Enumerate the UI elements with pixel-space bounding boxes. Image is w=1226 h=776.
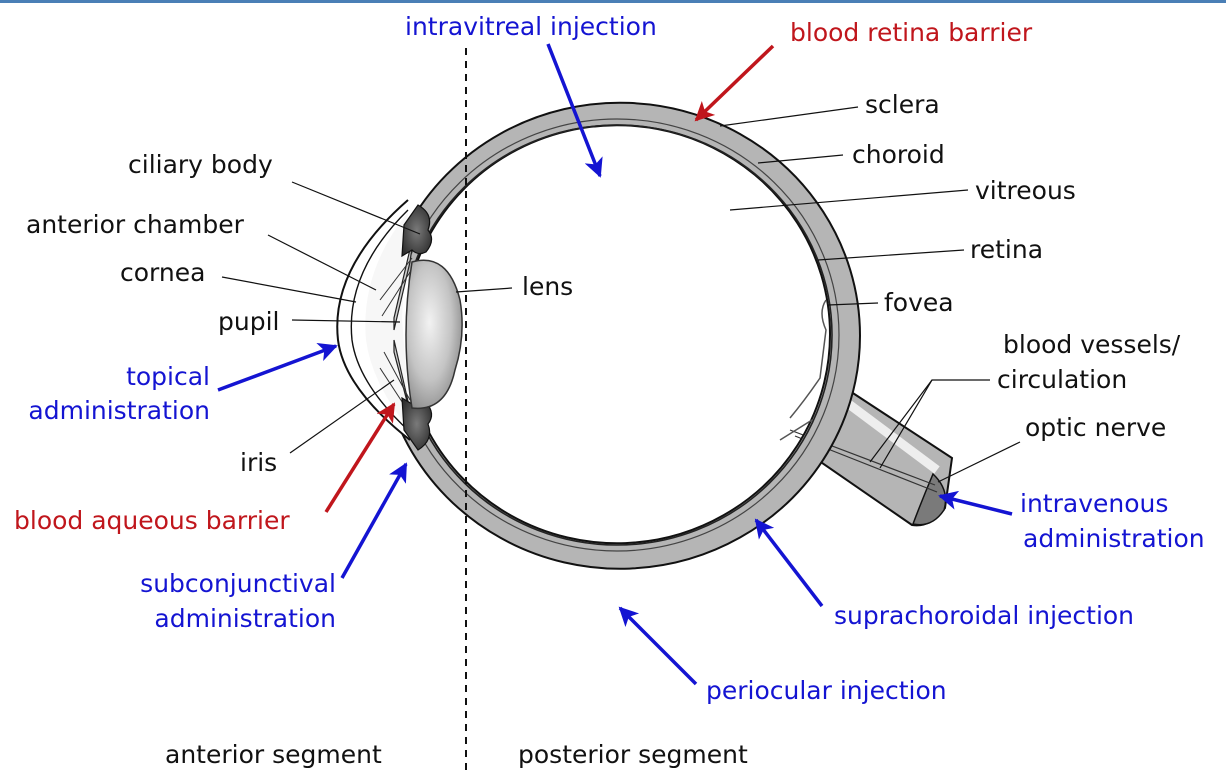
label-sclera: sclera: [865, 90, 940, 120]
barrier-blood-retina: blood retina barrier: [790, 18, 1032, 48]
route-suprachoroidal: suprachoroidal injection: [834, 601, 1134, 631]
arrow-topical: [218, 346, 336, 390]
route-intravitreal: intravitreal injection: [405, 12, 657, 42]
label-retina: retina: [970, 235, 1043, 265]
label-choroid: choroid: [852, 140, 945, 170]
route-intravenous-line2: administration: [1023, 524, 1205, 554]
route-topical-line1: topical: [30, 362, 210, 392]
label-optic-nerve: optic nerve: [1025, 413, 1166, 443]
barrier-blood-aqueous: blood aqueous barrier: [14, 506, 290, 536]
label-pupil: pupil: [218, 307, 279, 337]
leader-lens: [456, 288, 512, 292]
arrow-suprachoroidal: [756, 520, 822, 606]
leader-cornea: [222, 277, 356, 302]
route-intravenous-line1: intravenous: [1020, 489, 1168, 519]
label-blood-vessels-line2: circulation: [997, 365, 1127, 395]
route-periocular: periocular injection: [706, 676, 947, 706]
label-lens: lens: [522, 272, 573, 302]
label-ciliary-body: ciliary body: [128, 150, 273, 180]
leader-vitreous: [730, 190, 968, 210]
label-vitreous: vitreous: [975, 176, 1076, 206]
leader-iris: [290, 380, 394, 453]
route-subconjunctival-line1: subconjunctival: [100, 569, 336, 599]
label-iris: iris: [240, 448, 277, 478]
label-cornea: cornea: [120, 258, 205, 288]
label-blood-vessels-line1: blood vessels/: [1003, 330, 1180, 360]
arrow-subconjunctival: [342, 464, 406, 578]
leader-sclera: [720, 107, 858, 126]
route-topical-line2: administration: [10, 396, 210, 426]
lens-shape: [406, 260, 462, 408]
arrow-periocular: [620, 608, 696, 684]
arrow-blood-retina: [696, 46, 773, 120]
segment-anterior-label: anterior segment: [165, 740, 382, 770]
route-subconjunctival-line2: administration: [100, 604, 336, 634]
arrow-intravenous: [940, 496, 1012, 514]
label-fovea: fovea: [884, 288, 954, 318]
segment-posterior-label: posterior segment: [518, 740, 748, 770]
label-anterior-chamber: anterior chamber: [26, 210, 244, 240]
